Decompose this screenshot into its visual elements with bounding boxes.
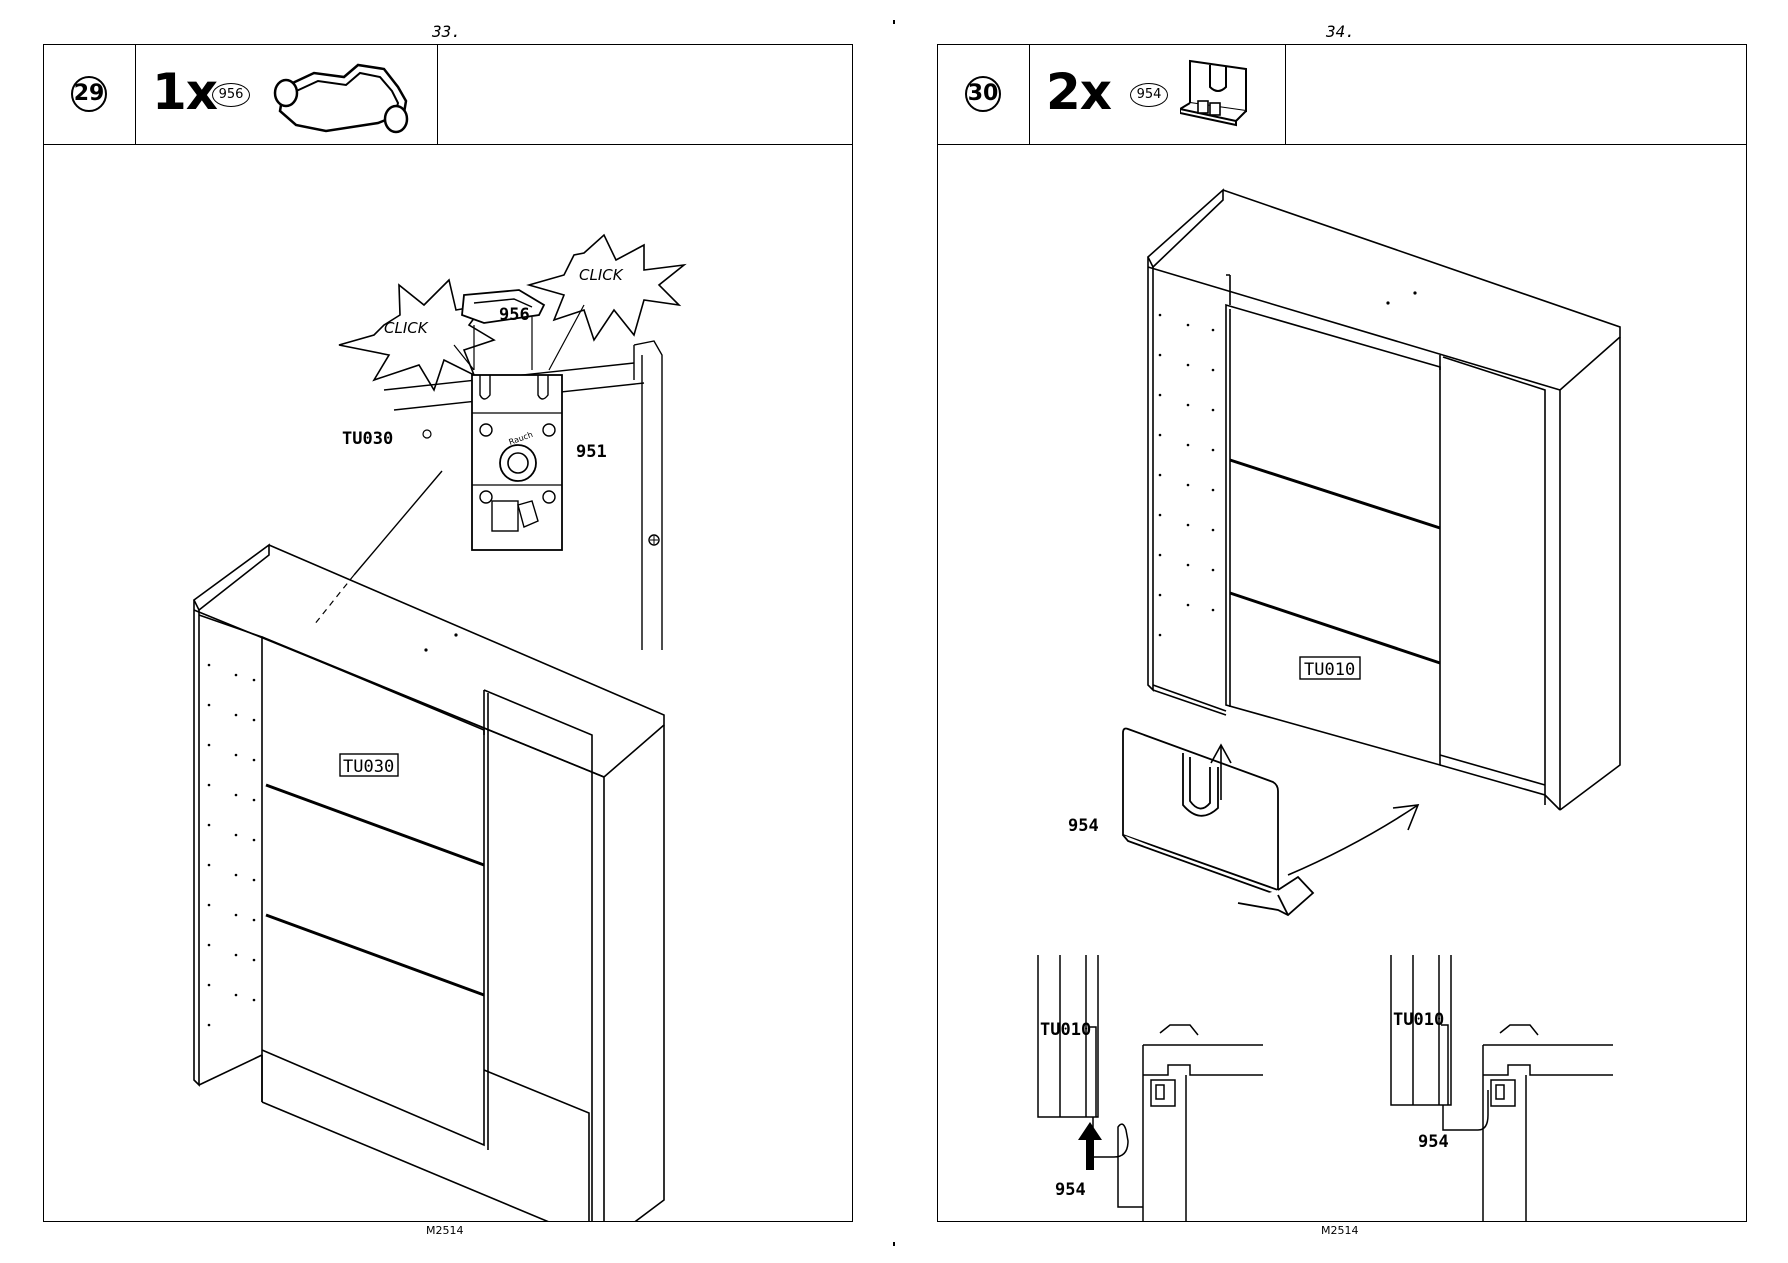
center-fold-mark-top bbox=[893, 20, 895, 24]
page-number-left: 33. bbox=[432, 22, 461, 41]
part-956-label: 956 bbox=[499, 305, 530, 325]
part-954-main-label: 954 bbox=[1068, 816, 1099, 836]
click-burst-left bbox=[338, 278, 496, 392]
part-code-badge: 956 bbox=[212, 83, 250, 107]
part-quantity: 2x bbox=[1046, 63, 1112, 121]
door-panel-dividers bbox=[1229, 458, 1441, 665]
wardrobe-illustration bbox=[1147, 188, 1621, 811]
step-number: 30 bbox=[965, 76, 1001, 112]
step-29-illustration: CLICK CLICK 956 Rauch 95 bbox=[192, 233, 687, 1221]
instruction-page-right: 30 2x 954 bbox=[937, 44, 1747, 1222]
step-header: 30 2x 954 bbox=[938, 45, 1746, 145]
door-tu010-label: TU010 bbox=[1304, 660, 1355, 680]
wardrobe-illustration bbox=[192, 543, 665, 1221]
page-number-right: 34. bbox=[1326, 22, 1355, 41]
part-code-badge: 954 bbox=[1130, 83, 1168, 107]
detail-after-icon bbox=[1390, 955, 1613, 1221]
shelf-holes bbox=[1158, 291, 1417, 637]
door-tu030-label: TU030 bbox=[343, 757, 394, 777]
move-arrow-up-icon bbox=[1210, 743, 1232, 800]
door-panel-dividers bbox=[265, 783, 485, 997]
detail-right-954-label: 954 bbox=[1418, 1132, 1449, 1152]
push-up-arrow-icon bbox=[1078, 1122, 1102, 1170]
step-30-illustration: TU010 954 bbox=[1037, 188, 1621, 1221]
instruction-page-left: 29 1x 956 CLICK CLICK 956 bbox=[43, 44, 853, 1222]
move-arrow-curve-icon bbox=[1287, 804, 1420, 876]
detail-left-tu010-label: TU010 bbox=[1040, 1020, 1091, 1040]
parts-cell: 2x 954 bbox=[1030, 45, 1286, 144]
detail-left-954-label: 954 bbox=[1055, 1180, 1086, 1200]
slide-guide-954-icon bbox=[1180, 59, 1247, 127]
detail-right-tu010-label: TU010 bbox=[1393, 1010, 1444, 1030]
click-burst-right bbox=[526, 233, 687, 342]
step-number-cell: 30 bbox=[938, 45, 1030, 144]
step-header: 29 1x 956 bbox=[44, 45, 852, 145]
shelf-holes bbox=[207, 633, 458, 1027]
part-quantity: 1x bbox=[152, 63, 218, 121]
footer-code-left: M2514 bbox=[426, 1224, 464, 1237]
detail-before-icon bbox=[1037, 955, 1263, 1221]
click-label-right: CLICK bbox=[579, 266, 624, 284]
click-label-left: CLICK bbox=[384, 319, 429, 337]
step-number-cell: 29 bbox=[44, 45, 136, 144]
clip-956-small-icon bbox=[461, 289, 546, 324]
step-number: 29 bbox=[71, 76, 107, 112]
tu030-hole-label: TU030 bbox=[342, 429, 393, 449]
footer-code-right: M2514 bbox=[1321, 1224, 1359, 1237]
part-951-label: 951 bbox=[576, 442, 607, 462]
clip-956-icon bbox=[273, 63, 409, 134]
center-fold-mark-bottom bbox=[893, 1242, 895, 1246]
slide-guide-954-large-icon bbox=[1122, 727, 1315, 917]
parts-cell: 1x 956 bbox=[136, 45, 438, 144]
